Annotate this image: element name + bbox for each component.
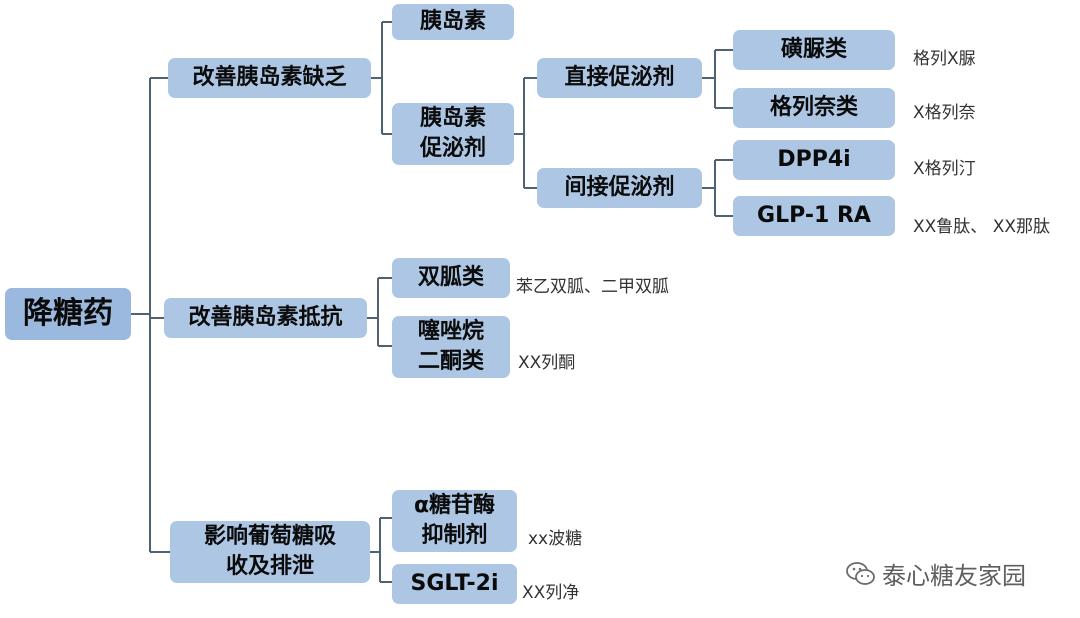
leaf-glp1-ra: GLP-1 RA — [733, 196, 895, 236]
leaf-dpp4i: DPP4i — [733, 140, 895, 180]
note-glinide: X格列奈 — [913, 103, 976, 123]
branch-glucose-absorption: 影响葡萄糖吸 收及排泄 — [170, 521, 370, 583]
watermark: 泰心糖友家园 — [846, 556, 1026, 591]
leaf-biguanide: 双胍类 — [392, 258, 510, 298]
branch-insulin-resistance: 改善胰岛素抵抗 — [164, 298, 367, 338]
note-thiazolidinedione: XX列酮 — [518, 353, 576, 373]
node-direct-secretagogue: 直接促泌剂 — [537, 58, 702, 98]
note-alpha-glucosidase-inhibitor: xx波糖 — [528, 529, 583, 549]
leaf-alpha-glucosidase-inhibitor: α糖苷酶 抑制剂 — [392, 490, 517, 552]
note-sulfonylurea: 格列X脲 — [913, 49, 976, 69]
leaf-glinide: 格列奈类 — [733, 88, 895, 128]
branch-insulin-deficiency: 改善胰岛素缺乏 — [168, 58, 371, 98]
node-indirect-secretagogue: 间接促泌剂 — [537, 168, 702, 208]
node-insulin: 胰岛素 — [392, 4, 514, 40]
leaf-sulfonylurea: 磺脲类 — [733, 30, 895, 70]
note-biguanide: 苯乙双胍、二甲双胍 — [516, 277, 669, 297]
node-insulin-secretagogue: 胰岛素 促泌剂 — [392, 103, 514, 165]
wechat-icon — [846, 561, 875, 585]
note-glp1-ra: XX鲁肽、 XX那肽 — [913, 217, 1050, 237]
note-dpp4i: X格列汀 — [913, 159, 976, 179]
leaf-sglt2i: SGLT-2i — [392, 564, 517, 604]
root-node: 降糖药 — [5, 288, 131, 340]
leaf-thiazolidinedione: 噻唑烷 二酮类 — [392, 316, 510, 378]
watermark-text: 泰心糖友家园 — [882, 562, 1026, 590]
note-sglt2i: XX列净 — [522, 583, 580, 603]
